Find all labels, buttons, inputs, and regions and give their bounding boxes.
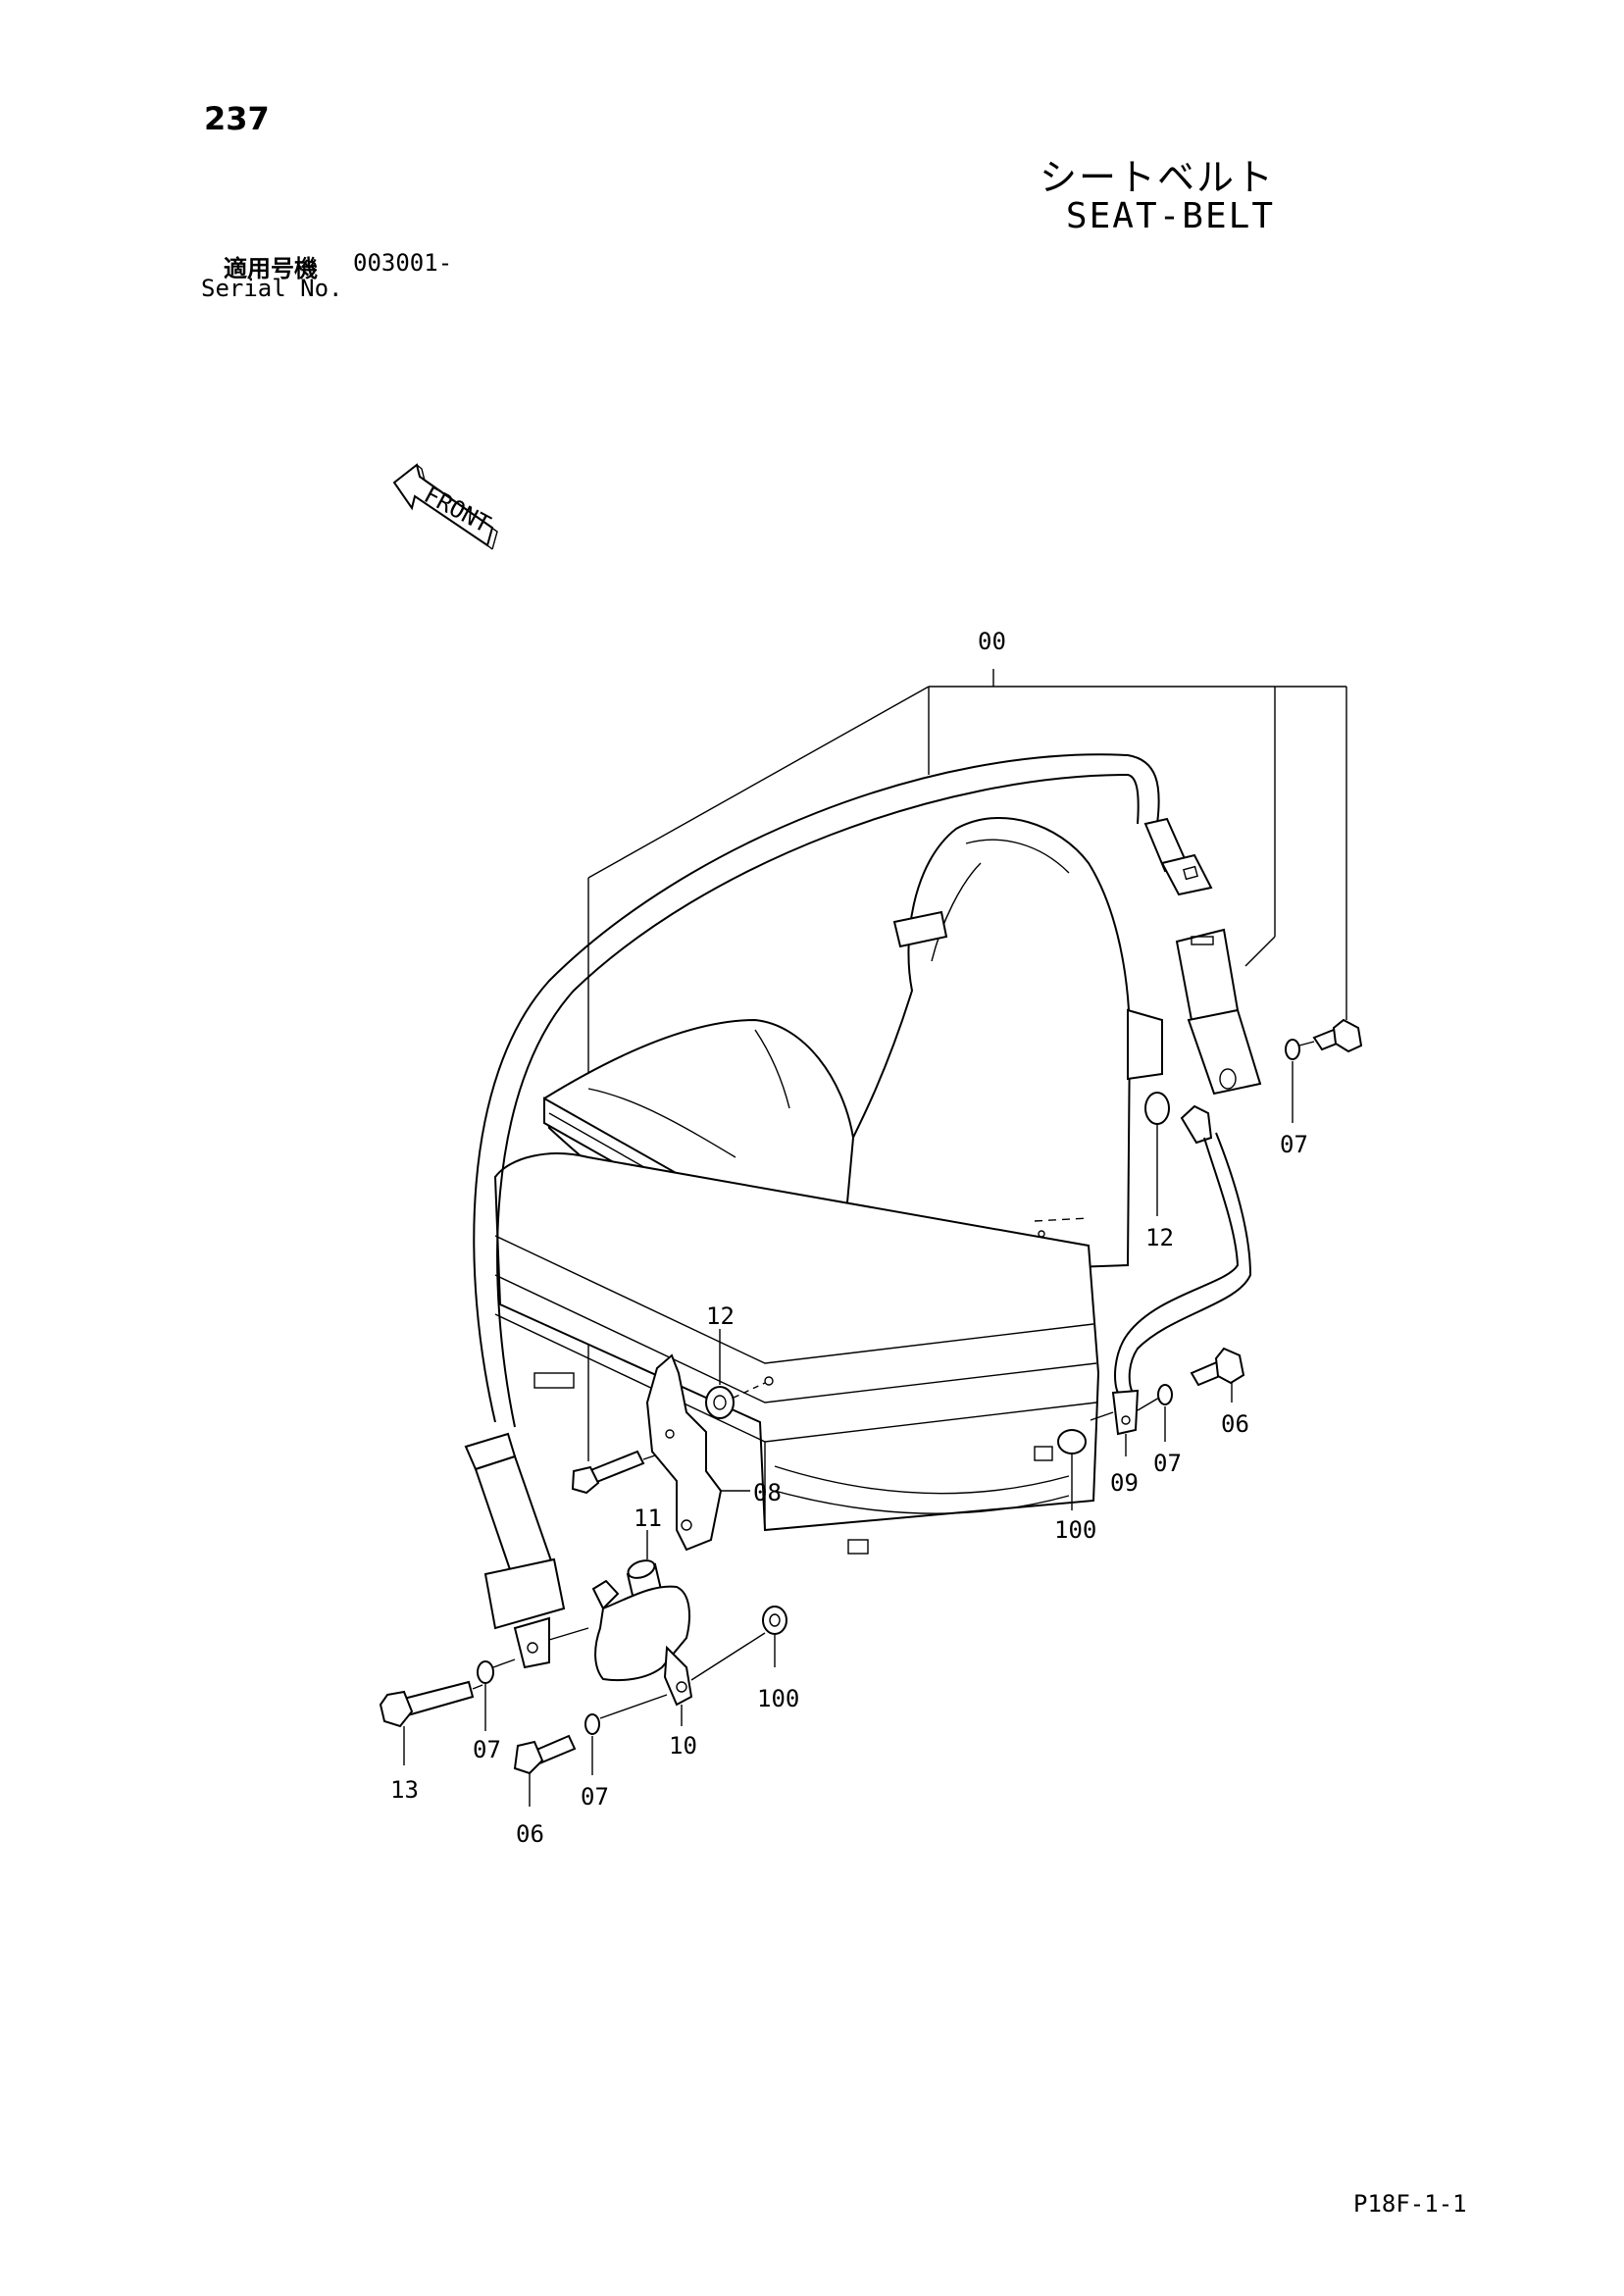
front-label: FRONT	[420, 481, 495, 538]
seat-belt-strap	[473, 753, 1213, 1428]
bolt-right-top	[1285, 1018, 1363, 1123]
callout-07-left: 07	[473, 1736, 501, 1763]
callout-06-right: 06	[1221, 1410, 1249, 1438]
serial-label-english: Serial No.	[201, 275, 343, 302]
callout-00: 00	[978, 628, 1006, 655]
callout-09: 09	[1110, 1469, 1139, 1497]
page-number: 237	[204, 100, 270, 137]
page-title-english: SEAT-BELT	[1065, 196, 1275, 236]
callout-100-right: 100	[1054, 1516, 1096, 1544]
callout-10: 10	[669, 1732, 697, 1760]
drawing-code: P18F-1-1	[1353, 2190, 1467, 2218]
anchor-bracket-08	[571, 1329, 774, 1606]
operator-seat	[493, 816, 1163, 1555]
callout-13: 13	[390, 1776, 419, 1804]
bolt-bottom-06	[513, 1694, 668, 1807]
buckle-assembly-right	[1175, 928, 1262, 1096]
serial-label-japanese: 適用号機	[224, 255, 318, 282]
bolt-right-lower	[1057, 1347, 1245, 1510]
bolt-left-13	[379, 1658, 516, 1765]
callout-100-left: 100	[757, 1685, 799, 1712]
serial-number-value: 003001-	[353, 249, 453, 277]
lap-belt-right	[1090, 1092, 1252, 1456]
callout-08: 08	[753, 1479, 782, 1506]
callout-12-left: 12	[706, 1302, 735, 1330]
retractor-left	[464, 1432, 589, 1669]
callout-07-right: 07	[1280, 1131, 1308, 1158]
callout-06-left: 06	[516, 1820, 544, 1848]
callout-07-bottom: 07	[581, 1783, 609, 1811]
belt-anchor-10	[591, 1579, 787, 1726]
page-title-japanese: シートベルト	[1039, 156, 1275, 199]
callout-07-right-lower: 07	[1153, 1450, 1182, 1477]
callout-12-right: 12	[1145, 1224, 1174, 1251]
callout-11: 11	[634, 1505, 662, 1532]
front-arrow-icon: FRONT	[392, 463, 498, 550]
